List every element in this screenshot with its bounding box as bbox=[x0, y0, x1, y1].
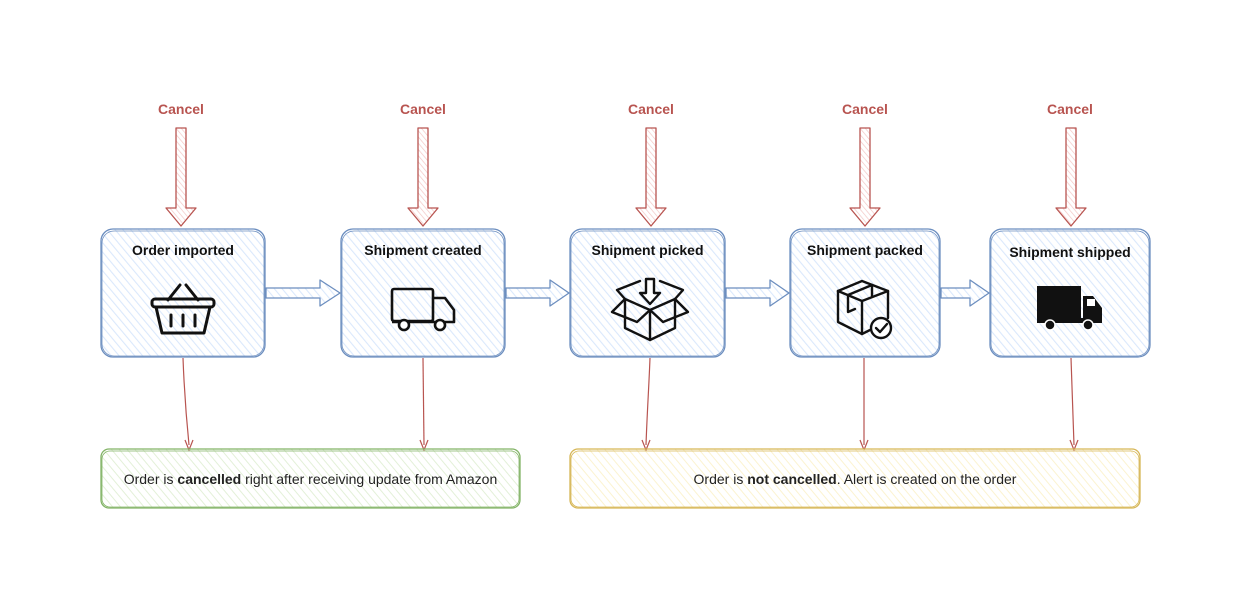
outcome-cancelled-bold: cancelled bbox=[177, 470, 242, 487]
outcome-connector-3 bbox=[641, 357, 651, 452]
outcome-box-not-cancelled bbox=[569, 448, 1141, 509]
outcome-text-not-cancelled: Order is not cancelled. Alert is created… bbox=[570, 449, 1140, 508]
flow-arrow-3 bbox=[725, 279, 790, 307]
step-title-shipment-created: Shipment created bbox=[364, 242, 482, 258]
outcome-box-cancelled bbox=[100, 448, 521, 509]
outcome-not-cancelled-prefix: Order is bbox=[693, 470, 748, 487]
outcome-cancelled-suffix: right after receiving update from Amazon bbox=[241, 470, 498, 487]
cancel-label-5: Cancel bbox=[1047, 101, 1093, 117]
cancel-label-1: Cancel bbox=[158, 101, 204, 117]
step-title-order-imported: Order imported bbox=[132, 242, 234, 258]
outcome-not-cancelled-suffix: . Alert is created on the order bbox=[836, 470, 1017, 487]
cancel-arrow-2 bbox=[407, 127, 439, 227]
cancel-arrow-3 bbox=[635, 127, 667, 227]
flow-arrow-2 bbox=[505, 279, 570, 307]
step-box-shipment-packed bbox=[789, 228, 941, 358]
outcome-connector-1 bbox=[182, 357, 194, 452]
basket-icon bbox=[150, 283, 216, 335]
outcome-cancelled-prefix: Order is bbox=[123, 470, 178, 487]
open-box-icon bbox=[610, 277, 690, 342]
cancel-label-2: Cancel bbox=[400, 101, 446, 117]
truck-outline-icon bbox=[390, 287, 456, 332]
outcome-connector-2 bbox=[419, 357, 429, 452]
outcome-connector-4 bbox=[859, 358, 869, 452]
outcome-text-cancelled: Order is cancelled right after receiving… bbox=[101, 449, 520, 508]
step-title-shipment-picked: Shipment picked bbox=[591, 242, 704, 258]
step-box-shipment-created bbox=[340, 228, 506, 358]
cancel-arrow-5 bbox=[1055, 127, 1087, 227]
flow-arrow-4 bbox=[940, 279, 990, 307]
step-title-shipment-shipped: Shipment shipped bbox=[1009, 244, 1131, 260]
truck-filled-icon bbox=[1037, 286, 1102, 331]
outcome-not-cancelled-bold: not cancelled bbox=[747, 470, 837, 487]
cancel-label-4: Cancel bbox=[842, 101, 888, 117]
cancel-label-3: Cancel bbox=[628, 101, 674, 117]
packed-box-check-icon bbox=[836, 279, 893, 340]
outcome-connector-5 bbox=[1069, 357, 1079, 452]
flow-arrow-1 bbox=[265, 279, 341, 307]
step-box-order-imported bbox=[100, 228, 266, 358]
cancel-arrow-1 bbox=[165, 127, 197, 227]
step-title-shipment-packed: Shipment packed bbox=[807, 242, 923, 258]
cancel-arrow-4 bbox=[849, 127, 881, 227]
